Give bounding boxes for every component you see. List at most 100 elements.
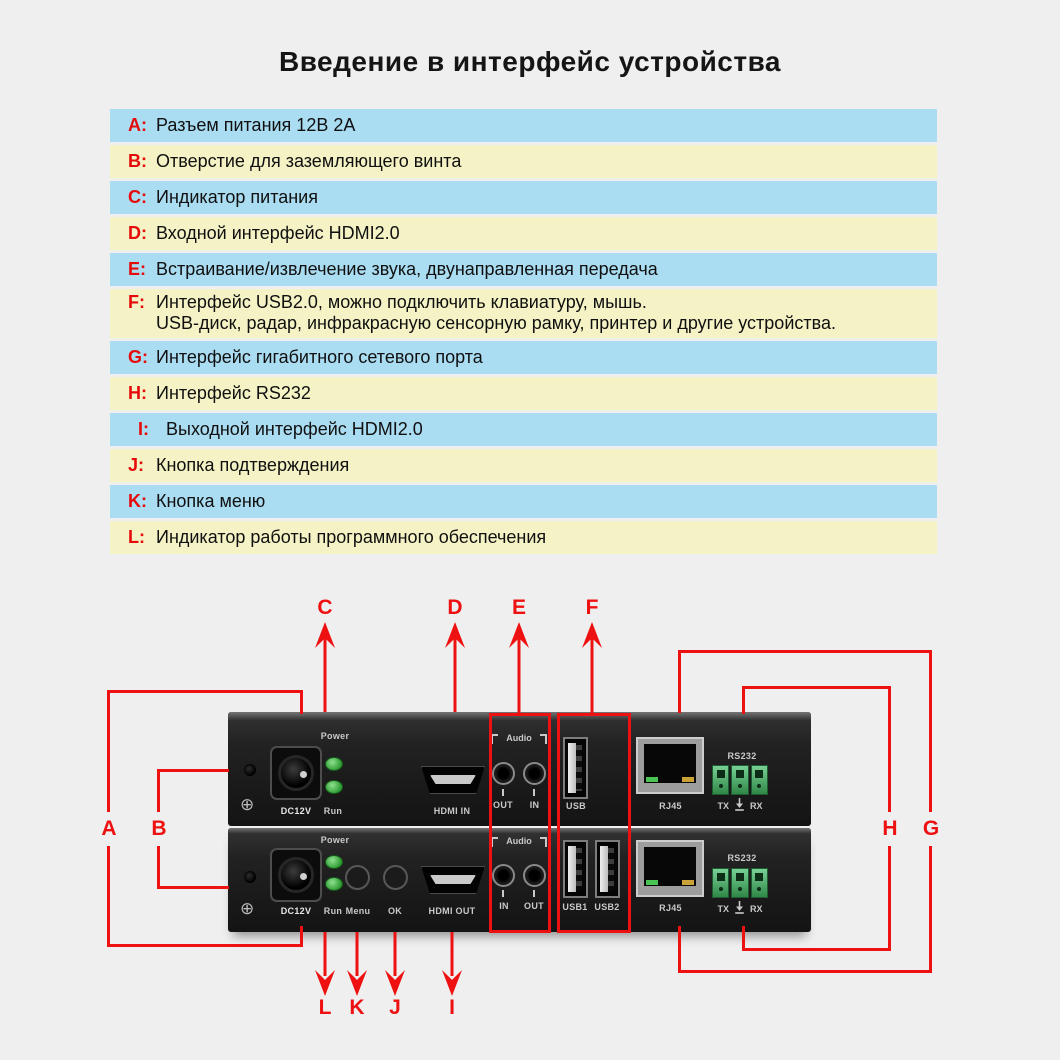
callout-arrow-l: L <box>314 932 336 1020</box>
transmitter-device: ⊕ DC12V Power Run HDMI IN Audio OUT IN U… <box>228 712 811 826</box>
ground-screw-icon: ⊕ <box>240 795 255 814</box>
legend-text: Отверстие для заземляющего винта <box>156 151 462 171</box>
legend-key: A: <box>128 115 147 135</box>
txrx-labels: TX RX <box>712 901 768 916</box>
callout-letter-i: I <box>449 996 455 1019</box>
legend-key: H: <box>128 383 147 403</box>
dc12v-label: DC12V <box>280 806 312 816</box>
rj45-link-led <box>646 777 658 782</box>
dc-jack-pin <box>299 873 307 880</box>
audio-in-jack <box>523 762 546 785</box>
rj45-link-led <box>646 880 658 885</box>
arrow-shaft <box>517 638 521 713</box>
legend-text-line1: Интерфейс USB2.0, можно подключить клави… <box>156 292 647 312</box>
callout-letter-b: B <box>148 812 170 846</box>
rs232-label: RS232 <box>727 853 757 863</box>
tick <box>533 890 535 897</box>
callout-letter-k: K <box>349 996 365 1019</box>
receiver-device: ⊕ DC12V Power Run Menu OK HDMI OUT Audio… <box>228 828 811 932</box>
callout-arrow-f: F <box>581 596 603 713</box>
dc-jack-barrel <box>278 857 314 893</box>
tick <box>502 890 504 897</box>
dc-jack-pin <box>299 771 307 778</box>
run-label: Run <box>323 906 343 916</box>
rj45-activity-led <box>682 777 694 782</box>
usb-label: USB <box>566 801 586 811</box>
usb-tongue <box>568 743 576 793</box>
legend-text: Индикатор питания <box>156 187 318 207</box>
arrow-shaft <box>590 638 594 713</box>
rs232-slot-tx <box>712 868 730 898</box>
legend-row-g: G:Интерфейс гигабитного сетевого порта <box>110 341 937 374</box>
ok-button <box>383 865 408 890</box>
callout-letter-g: G <box>919 812 943 846</box>
dc-power-jack <box>270 848 322 902</box>
page-title: Введение в интерфейс устройства <box>278 46 781 77</box>
line <box>742 948 891 951</box>
hdmi-in-label: HDMI IN <box>433 806 471 816</box>
rs232-terminal <box>712 765 768 795</box>
line <box>678 970 932 973</box>
line <box>929 650 932 973</box>
rs232-slot-rx <box>750 765 768 795</box>
line <box>678 650 932 653</box>
rj45-label: RJ45 <box>659 801 682 811</box>
ground-symbol-icon <box>734 901 745 916</box>
callout-letter-e: E <box>511 596 526 619</box>
usb1-port <box>563 840 588 898</box>
hdmi-tongue <box>430 775 476 784</box>
callout-letter-f: F <box>585 596 599 619</box>
callout-letter-d: D <box>447 596 463 619</box>
arrow-shaft <box>323 932 327 976</box>
rj45-port <box>636 840 704 897</box>
legend-row-j: J:Кнопка подтверждения <box>110 449 937 482</box>
arrow-shaft <box>355 932 359 976</box>
arrow-shaft <box>393 932 397 976</box>
line <box>742 926 745 951</box>
legend-text: Интерфейс RS232 <box>156 383 311 403</box>
tx-label: TX <box>717 903 729 914</box>
line <box>742 686 891 689</box>
usb-contacts <box>576 745 582 791</box>
rs232-slot-rx <box>750 868 768 898</box>
hdmi-in-port <box>421 766 485 794</box>
callout-arrow-c: C <box>314 596 336 712</box>
rj45-opening <box>644 847 696 886</box>
rs232-slot-gnd <box>731 765 749 795</box>
usb2-port <box>595 840 620 898</box>
legend-key: K: <box>128 491 147 511</box>
rx-label: RX <box>750 800 763 811</box>
hdmi-tongue <box>430 875 476 884</box>
audio-label: Audio <box>491 836 547 847</box>
legend-text: Индикатор работы программного обеспечени… <box>156 527 547 547</box>
run-led <box>325 877 343 891</box>
legend-key: F: <box>128 292 145 312</box>
rj45-activity-led <box>682 880 694 885</box>
dc12v-label: DC12V <box>280 906 312 916</box>
arrow-shaft <box>453 638 457 712</box>
legend-key: L: <box>128 527 145 547</box>
legend-key: B: <box>128 151 147 171</box>
menu-label: Menu <box>345 906 371 916</box>
callout-arrow-i: I <box>441 932 463 1020</box>
line <box>678 926 681 973</box>
callout-letter-c: C <box>317 596 333 619</box>
txrx-labels: TX RX <box>712 798 768 813</box>
legend-key: E: <box>128 259 146 279</box>
line <box>742 686 745 714</box>
legend-text: Интерфейс USB2.0, можно подключить клави… <box>156 292 836 334</box>
rs232-slot-gnd <box>731 868 749 898</box>
legend-row-i: I:Выходной интерфейс HDMI2.0 <box>110 413 937 446</box>
legend-text: Разъем питания 12В 2А <box>156 115 356 135</box>
power-label: Power <box>320 731 350 741</box>
legend-text: Выходной интерфейс HDMI2.0 <box>166 419 423 439</box>
rj45-opening <box>644 744 696 783</box>
callout-arrow-k: K <box>346 932 368 1020</box>
audio-in-label: IN <box>529 800 540 810</box>
line <box>157 886 229 889</box>
power-led <box>325 757 343 771</box>
audio-out-jack <box>523 864 546 887</box>
legend-text: Кнопка подтверждения <box>156 455 350 475</box>
arrow-shaft <box>323 638 327 712</box>
tick <box>533 789 535 796</box>
